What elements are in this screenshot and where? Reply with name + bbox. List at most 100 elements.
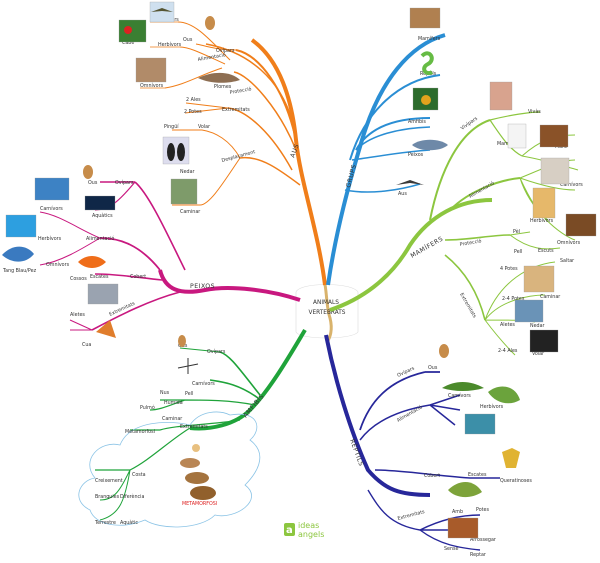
aus-herbivors: Herbívors <box>158 41 182 48</box>
grups-amfibis: Amfibis <box>408 119 426 125</box>
mamifers-mamar: Mamar <box>497 141 514 147</box>
aus-volar-left: Pingüí <box>164 123 179 130</box>
grups-aus: Aus <box>398 191 407 197</box>
ideas-angels-logo: a ideas angels <box>284 521 324 539</box>
peixos-alimentacio: Alimentació <box>86 235 114 242</box>
aus-extremitats-label: Extremitats <box>222 107 250 113</box>
amfibis-creixement: Creixement <box>95 478 123 484</box>
amfibis-extremitats: Extremitats <box>180 424 208 430</box>
mamifers-viviparis: Vivípars <box>459 115 479 132</box>
mamifers-caminar: Caminar <box>540 294 560 300</box>
bird-walking-icon <box>170 178 198 205</box>
peixos-escates: Escates <box>90 274 109 280</box>
feather-icon <box>198 72 240 83</box>
green-frog-icon <box>488 386 520 404</box>
kangaroo-icon <box>523 265 555 293</box>
mamifers-herbivors: Herbívors <box>530 217 554 224</box>
shark-icon <box>34 177 70 201</box>
grups-peixos: Peixos <box>408 152 424 158</box>
amfibis-pell: Pell <box>185 391 193 397</box>
logo-text-ideas: ideas <box>298 521 319 530</box>
peixos-herbivors: Herbívors <box>38 235 62 242</box>
branch-grups <box>326 33 446 286</box>
amfibis-terrestre: Terrestre <box>94 520 116 526</box>
peixos-aquatics: Aquàtics <box>92 212 113 219</box>
mamifers-viviparis-leaf: Vivàs <box>528 108 541 115</box>
aus-2-ales: 2 Ales <box>186 97 201 103</box>
tuna-icon <box>412 139 448 151</box>
egg-icon <box>205 16 215 30</box>
central-node: ANIMALS VERTEBRATS <box>295 279 359 343</box>
peixos-ous-label: Ovípars <box>115 179 134 186</box>
amfibis-humida: Humida <box>164 400 183 406</box>
cow-icon <box>539 124 569 148</box>
mamifers-aletes: Aletes <box>500 322 515 328</box>
crocodile-icon <box>447 517 479 539</box>
branch-aus <box>140 21 327 286</box>
mamifers-pel: Pèl <box>513 228 520 235</box>
eagle-flying-icon <box>149 1 175 23</box>
peixos-cobert: Cobert <box>130 274 146 280</box>
branch-grups-label: GRUPS <box>345 164 358 189</box>
amfibis-nus: Nus <box>160 390 170 396</box>
amfibis-pulmo: Pulmó <box>140 404 155 411</box>
penguins-icon <box>162 136 190 165</box>
reptils-ous: Ous <box>428 365 438 371</box>
reptils-arrossegar: Arrossegar <box>470 537 496 543</box>
frog-egg-icon <box>192 444 200 452</box>
eagle-shape <box>151 8 173 12</box>
aus-2-potes: 2 Potes <box>184 109 202 115</box>
mamifers-nedar: Nedar <box>530 323 545 329</box>
reptils-carnivors: Carnívors <box>448 392 471 399</box>
reptils-herbivors: Herbívors <box>480 403 504 410</box>
horse-icon <box>409 7 441 29</box>
reptils-potes: Potes <box>476 507 489 513</box>
reptils-reptar: Reptar <box>470 552 486 558</box>
amfibis-metamorfosi-red: METAMORFOSI <box>182 501 217 507</box>
ostrich-icon <box>135 57 167 83</box>
blue-fish-icon <box>2 246 34 262</box>
central-title-line2: VERTEBRATS <box>309 310 346 316</box>
reptile-egg-icon <box>439 344 449 358</box>
aus-nedar: Nedar <box>180 169 195 175</box>
aus-alimentacio-label: Alimentació <box>197 51 226 63</box>
reptils-amb: Amb <box>452 509 463 515</box>
peixos-tang-blau: Tang Blau/Pez <box>2 268 37 274</box>
amfibian-egg-icon <box>178 335 186 347</box>
peixos-cossos: Cossos <box>70 276 87 282</box>
fish-egg-icon <box>83 165 93 179</box>
amfibis-aquatic: Aquàtic <box>120 519 138 526</box>
aus-caminar: Caminar <box>180 209 200 215</box>
amfibis-branquies: Branquies <box>95 494 120 500</box>
dolphin-icon <box>514 299 544 323</box>
metamorphosis-cloud <box>78 411 261 528</box>
reptils-escates: Escates <box>468 472 487 478</box>
goat-icon <box>507 123 527 149</box>
mamifers-alimentacio: Alimentació <box>468 179 496 199</box>
peixos-aletes: Aletes <box>70 312 85 318</box>
aus-ous-leaf: Ous <box>183 37 193 43</box>
branch-mamifers <box>329 111 579 356</box>
manta-ray-icon <box>87 283 119 305</box>
bird-icon <box>396 180 424 185</box>
mamifers-extremitats: Extremitats <box>458 292 477 319</box>
adult-frog-icon <box>190 486 216 500</box>
reptils-sense: Sense <box>444 546 459 552</box>
snake-icon <box>420 51 434 75</box>
mamifers-proteccio: Protecció <box>459 237 482 248</box>
mamifers-volar: Volar <box>532 351 544 357</box>
aus-volar: Volar <box>198 124 210 130</box>
branch-peixos <box>39 181 301 331</box>
mosquito-icon <box>177 358 199 374</box>
reptils-extremitats: Extremitats <box>397 509 426 522</box>
branch-amfibis-label: AMFIBIS <box>242 393 266 419</box>
branch-reptils <box>324 334 500 551</box>
reptils-alimentacio: Alimentació <box>396 403 424 423</box>
aus-desplacament-label: Desplaçament <box>221 149 256 164</box>
logo-text-angels: angels <box>298 530 324 539</box>
mamifers-carnivors: Carnívors <box>560 181 583 188</box>
scales-icon <box>502 448 520 468</box>
mamifers-pell: Pell <box>514 249 522 255</box>
